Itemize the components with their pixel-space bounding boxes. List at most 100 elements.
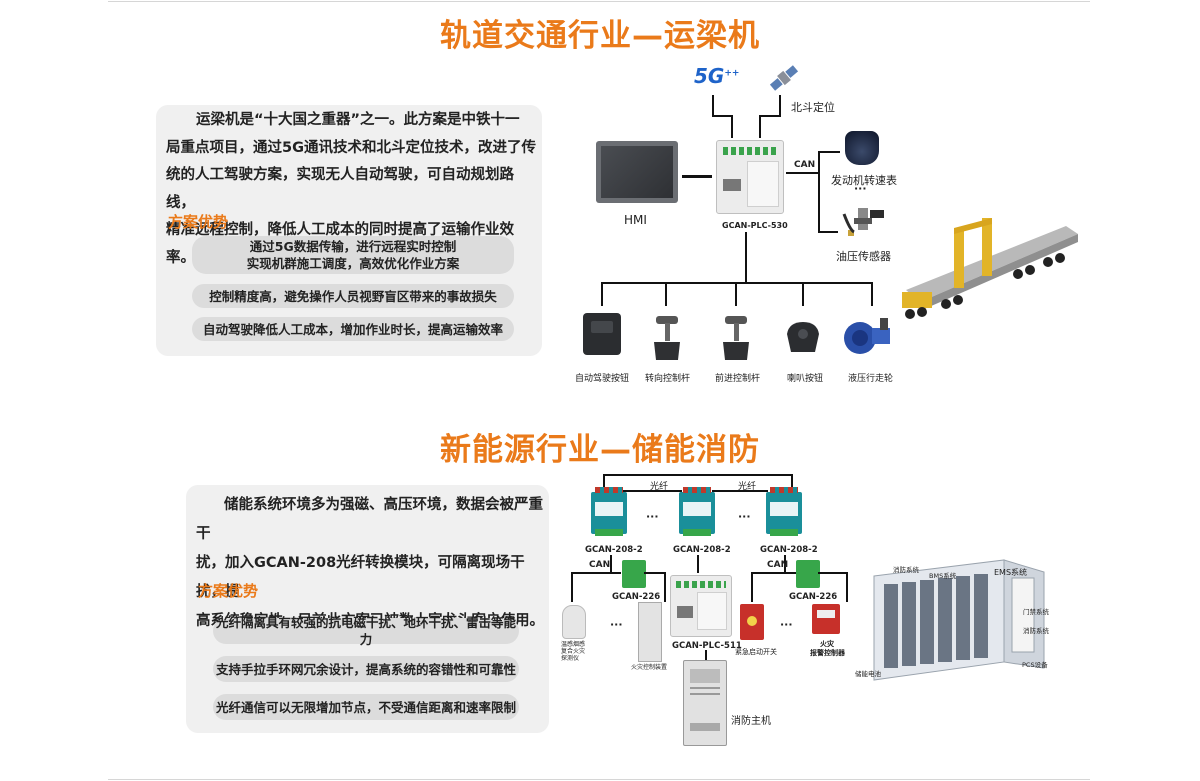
- connector: [705, 650, 707, 660]
- advantage-pill: 通过5G数据传输，进行远程实时控制 实现机群施工调度，高效优化作业方案: [192, 236, 514, 274]
- gcan-208-label: GCAN-208-2: [673, 545, 731, 555]
- gcan-226-module: [622, 560, 646, 588]
- fire-host-label: 消防主机: [731, 716, 771, 727]
- connector: [745, 232, 747, 284]
- advantage-text: 控制精度高，避免操作人员视野盲区带来的事故损失: [209, 288, 497, 304]
- section1-title: 轨道交通行业—运梁机: [440, 18, 760, 54]
- oil-sensor-label: 油压传感器: [836, 250, 891, 263]
- advantage-text: 支持手拉手环网冗余设计，提高系统的容错性和可靠性: [215, 661, 516, 677]
- more-ellipsis: ···: [854, 182, 867, 195]
- section1-intro: 运梁机是“十大国之重器”之一。此方案是中铁十一 局重点项目，通过5G通讯技术和北…: [166, 107, 538, 272]
- 5g-icon: 5G++: [694, 64, 739, 88]
- fiber-label: 光纤: [650, 482, 669, 492]
- gcan-208-label: GCAN-208-2: [585, 545, 643, 555]
- connector: [665, 282, 667, 306]
- intro-line: 扰，加入GCAN-208光纤转换模块，可隔离现场干扰，提: [196, 555, 525, 600]
- hydraulic-wheel-icon: [844, 318, 890, 354]
- connector: [601, 282, 873, 284]
- top-divider: [108, 1, 1090, 2]
- connector: [818, 151, 820, 233]
- beidou-label: 北斗定位: [791, 101, 835, 114]
- section2-panel: 储能系统环境多为强磁、高压环境，数据会被严重干 扰，加入GCAN-208光纤转换…: [186, 485, 549, 733]
- connector: [751, 572, 797, 574]
- section1-advantages-title: 方案优势: [168, 213, 229, 231]
- engine-meter-icon: [845, 131, 879, 165]
- connector: [731, 115, 733, 138]
- controller-label: 火灾控制装置: [631, 664, 668, 671]
- 5g-text: 5G: [694, 64, 725, 88]
- can-label: CAN: [794, 160, 816, 170]
- connector: [644, 572, 666, 574]
- gcan-208-label: GCAN-208-2: [760, 545, 818, 555]
- plc-530-label: GCAN-PLC-530: [722, 221, 788, 230]
- container-label: PCS设备: [1022, 661, 1048, 669]
- connector: [846, 572, 848, 602]
- section1-panel: 运梁机是“十大国之重器”之一。此方案是中铁十一 局重点项目，通过5G通讯技术和北…: [156, 105, 542, 356]
- intro-line: 精准远程控制，降低人工成本的同时提高了运输作业效率。: [166, 222, 514, 266]
- section2-title: 新能源行业—储能消防: [440, 432, 760, 468]
- fiber-connector: [620, 490, 682, 492]
- advantage-pill: 光纤隔离具有较强的抗电磁干扰、地环干扰、雷击等能力: [213, 615, 519, 647]
- oil-sensor-icon: [842, 208, 884, 236]
- gcan-208-module: [679, 487, 715, 536]
- more-dots: ···: [738, 510, 751, 523]
- fiber-connector: [603, 474, 793, 476]
- plc-530-device: [716, 140, 784, 214]
- intro-line: 局重点项目，通过5G通讯技术和北斗定位技术，改进了传: [166, 139, 536, 156]
- more-dots: ···: [610, 618, 623, 631]
- auto-drive-button-icon: [583, 313, 621, 355]
- steering-lever-icon: [654, 316, 680, 360]
- connector: [601, 282, 603, 306]
- intro-line: 运梁机是“十大国之重器”之一。此方案是中铁十一: [196, 112, 520, 128]
- gcan-226-module: [796, 560, 820, 588]
- intro-line: 储能系统环境多为强磁、高压环境，数据会被严重干: [196, 497, 543, 542]
- alarm-label-line1: 火灾: [820, 640, 834, 648]
- connector: [682, 175, 712, 178]
- emergency-switch-icon: [740, 604, 764, 640]
- connector: [871, 282, 873, 306]
- fiber-label: 光纤: [738, 482, 757, 492]
- connector: [818, 151, 840, 153]
- container-label: BMS系统: [929, 572, 957, 580]
- emergency-label: 紧急启动开关: [735, 648, 777, 656]
- bottom-device-label: 喇叭按钮: [787, 374, 824, 384]
- container-label: EMS系统: [994, 568, 1028, 577]
- container-label: 消防系统: [1023, 627, 1049, 635]
- advantage-pill: 自动驾驶降低人工成本，增加作业时长，提高运输效率: [192, 317, 514, 341]
- connector: [802, 282, 804, 306]
- section2-advantages-title: 方案优势: [198, 582, 259, 600]
- beam-transporter-illustration: [902, 218, 1078, 319]
- satellite-icon: [769, 65, 799, 91]
- more-dots: ···: [780, 618, 793, 631]
- more-dots: ···: [646, 510, 659, 523]
- alarm-label-line2: 报警控制器: [810, 649, 845, 657]
- advantage-pill: 控制精度高，避免操作人员视野盲区带来的事故损失: [192, 284, 514, 308]
- fiber-connector: [712, 490, 768, 492]
- advantage-text: 自动驾驶降低人工成本，增加作业时长，提高运输效率: [202, 321, 503, 337]
- connector: [786, 172, 820, 174]
- advantage-text: 实现机群施工调度，高效优化作业方案: [246, 256, 460, 271]
- connector: [712, 95, 714, 117]
- connector: [712, 115, 732, 117]
- gcan-208-module: [591, 487, 627, 536]
- plc-511-device: [670, 575, 732, 637]
- fire-alarm-controller-icon: [812, 604, 840, 634]
- plc-511-label: GCAN-PLC-511: [672, 641, 742, 651]
- container-label: 门禁系统: [1023, 608, 1049, 616]
- connector: [735, 282, 737, 306]
- advantage-text: 通过5G数据传输，进行远程实时控制: [249, 239, 457, 254]
- advantage-pill: 支持手拉手环网冗余设计，提高系统的容错性和可靠性: [213, 656, 519, 682]
- 5g-sup: ++: [724, 68, 740, 79]
- connector: [779, 95, 781, 117]
- hmi-screen: [596, 141, 678, 203]
- gcan-208-module: [766, 487, 802, 536]
- connector: [571, 572, 621, 574]
- container-label: 储能电池: [855, 670, 881, 678]
- advantage-pill: 光纤通信可以无限增加节点，不受通信距离和速率限制: [213, 694, 519, 720]
- engine-meter-label: 发动机转速表: [831, 174, 897, 187]
- horn-button-icon: [787, 322, 819, 352]
- container-label: 消防系统: [893, 566, 919, 574]
- gcan-226-label: GCAN-226: [789, 592, 838, 602]
- intro-line: 统的人工驾驶方案，实现无人自动驾驶，可自动规划路线，: [166, 167, 514, 211]
- bottom-device-label: 自动驾驶按钮: [575, 374, 630, 384]
